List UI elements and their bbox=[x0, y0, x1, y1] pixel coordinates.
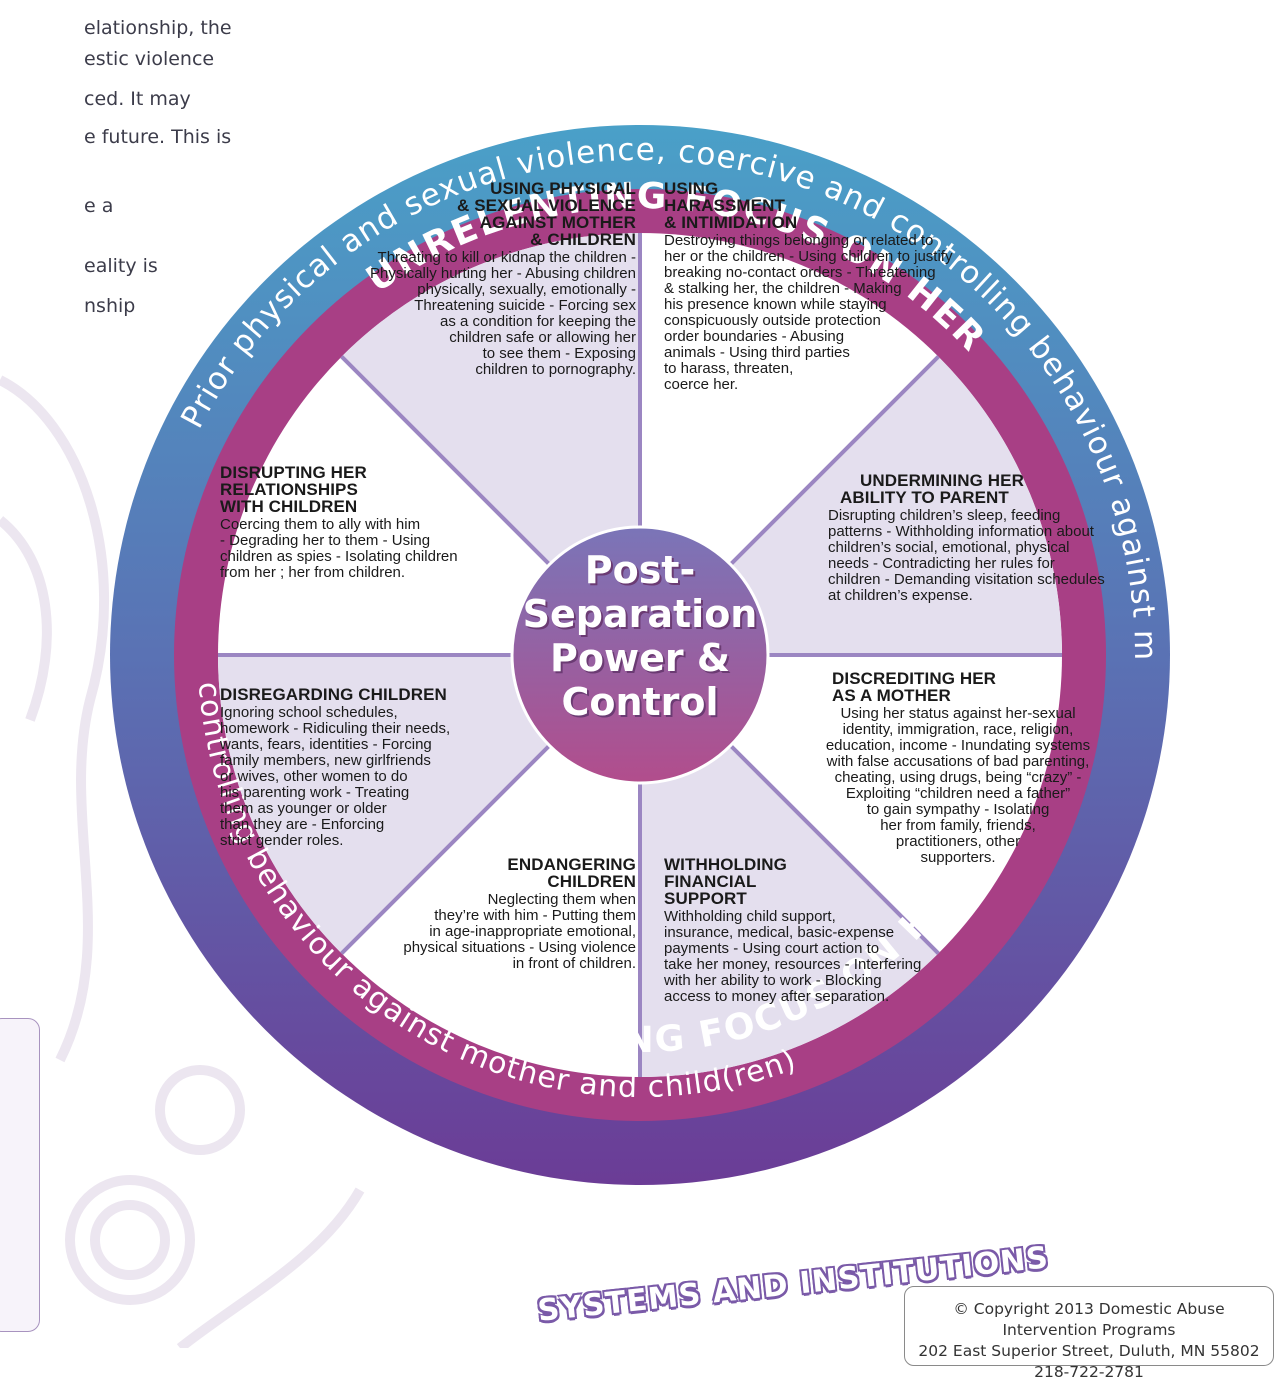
segment-body: Coercing them to ally with him- Degradin… bbox=[220, 516, 458, 581]
segment-body: Threating to kill or kidnap the children… bbox=[370, 249, 636, 378]
copyright-line: © Copyright 2013 Domestic Abuse bbox=[953, 1300, 1225, 1318]
copyright-line: 202 East Superior Street, Duluth, MN 558… bbox=[918, 1342, 1260, 1360]
segment-disregarding-children: DISREGARDING CHILDREN Ignoring school sc… bbox=[220, 686, 510, 849]
copyright-line: Intervention Programs bbox=[1002, 1321, 1176, 1339]
intro-line: estic violence bbox=[84, 48, 215, 70]
decorative-swirl-background bbox=[0, 375, 365, 1348]
center-title-line: Separation bbox=[522, 592, 758, 636]
center-title-line: Power & bbox=[550, 636, 730, 680]
copyright-line: 218-722-2781 bbox=[1034, 1363, 1144, 1381]
copyright-box: © Copyright 2013 Domestic Abuse Interven… bbox=[904, 1286, 1274, 1381]
center-title-line: Post- bbox=[584, 548, 696, 592]
segment-heading: DISREGARDING CHILDREN bbox=[220, 685, 447, 704]
center-hub bbox=[510, 525, 770, 785]
intro-line: eality is bbox=[84, 255, 158, 277]
intro-line: e a bbox=[84, 195, 114, 217]
side-callout-box bbox=[0, 1018, 40, 1332]
intro-line: e future. This is bbox=[84, 126, 232, 148]
segment-body: Destroying things belonging or related t… bbox=[664, 232, 953, 393]
center-title-line: Control bbox=[561, 680, 719, 724]
segment-body: Ignoring school schedules,homework - Rid… bbox=[220, 704, 451, 849]
intro-line: elationship, the bbox=[84, 17, 232, 39]
power-control-wheel: Prior physical and sexual violence, coer… bbox=[110, 125, 1170, 1185]
center-title: Post- Separation Power & Control bbox=[518, 548, 762, 724]
intro-line: nship bbox=[84, 295, 136, 317]
segment-body: Withholding child support,insurance, med… bbox=[664, 908, 922, 1005]
intro-line: ced. It may bbox=[84, 88, 191, 110]
